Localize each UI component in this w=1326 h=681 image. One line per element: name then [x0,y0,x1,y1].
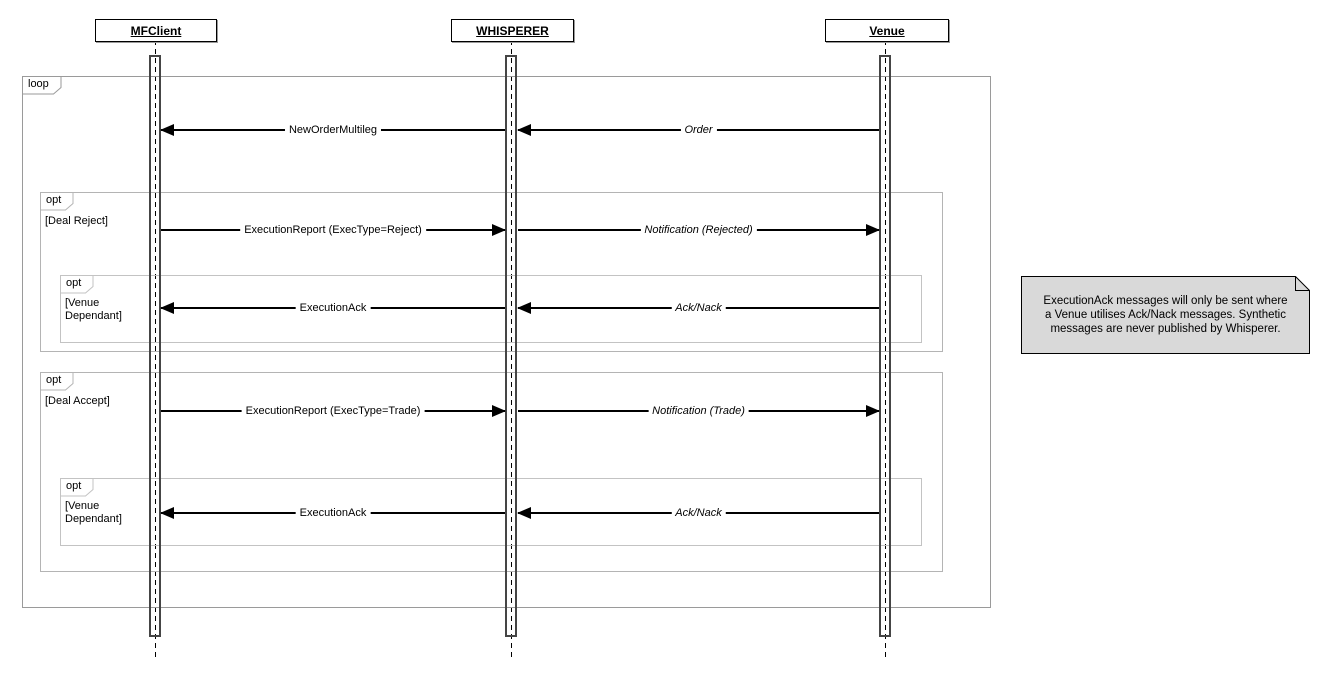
fragment-tab-shape [40,192,74,211]
fragment-operator-label: loop [28,78,49,90]
arrowhead-left-icon [160,507,174,519]
message-label: ExecutionReport (ExecType=Reject) [240,224,426,236]
fragment-operator-label: opt [66,277,82,289]
message-label: Notification (Trade) [648,405,749,417]
message-label: Order [680,124,717,136]
opt-deal-accept-fragment: opt [Deal Accept] [40,372,943,572]
loop-operator-tab: loop [22,76,62,95]
note-line: messages are never published by Whispere… [1050,323,1281,335]
note-line: a Venue utilises Ack/Nack messages. Synt… [1045,309,1286,321]
message-order: Order [517,124,879,136]
activation-bar-whisperer [505,55,517,637]
fragment-guard: [Deal Accept] [45,395,110,407]
message-label: NewOrderMultileg [284,124,382,136]
message-label: ExecutionAck [295,302,371,314]
arrowhead-left-icon [517,302,531,314]
fragment-tab-shape [60,478,94,497]
message-label: ExecutionAck [295,507,371,519]
arrowhead-left-icon [160,124,174,136]
lifeline-venue [885,40,886,660]
arrowhead-right-icon [866,405,880,417]
message-label: Ack/Nack [671,302,726,314]
fragment-guard: [Venue Dependant] [65,500,122,525]
arrowhead-right-icon [866,224,880,236]
message-executionreport-reject: ExecutionReport (ExecType=Reject) [161,224,506,236]
note-shape [1021,276,1310,354]
activation-bar-venue [879,55,891,637]
fragment-operator-label: opt [46,374,62,386]
note: ExecutionAck messages will only be sent … [1021,276,1310,354]
message-executionack-1: ExecutionAck [160,302,505,314]
arrowhead-left-icon [160,302,174,314]
opt-venue-dependant-fragment-1: opt [Venue Dependant] [60,275,922,343]
note-line: ExecutionAck messages will only be sent … [1043,295,1288,307]
participant-head-mfclient: MFClient [95,19,217,42]
opt-operator-tab: opt [60,275,94,294]
opt-operator-tab: opt [60,478,94,497]
opt-venue-dependant-fragment-2: opt [Venue Dependant] [60,478,922,546]
fragment-guard: [Venue Dependant] [65,297,122,322]
note-text: ExecutionAck messages will only be sent … [1021,276,1310,354]
message-neworder-multileg: NewOrderMultileg [160,124,505,136]
message-label: ExecutionReport (ExecType=Trade) [241,405,425,417]
participant-head-whisperer: WHISPERER [451,19,574,42]
arrowhead-left-icon [517,507,531,519]
activation-bar-mfclient [149,55,161,637]
arrowhead-right-icon [492,224,506,236]
message-label: Ack/Nack [671,507,726,519]
lifeline-whisperer [511,40,512,660]
opt-deal-reject-fragment: opt [Deal Reject] [40,192,943,352]
fragment-operator-label: opt [46,194,62,206]
opt-operator-tab: opt [40,372,74,391]
fragment-tab-shape [60,275,94,294]
fragment-tab-shape [22,76,62,95]
message-executionack-2: ExecutionAck [160,507,505,519]
fragment-guard: [Deal Reject] [45,215,108,227]
message-acknack-2: Ack/Nack [517,507,879,519]
message-notification-trade: Notification (Trade) [518,405,880,417]
participant-name: MFClient [130,23,182,38]
message-notification-rejected: Notification (Rejected) [518,224,880,236]
message-label: Notification (Rejected) [640,224,757,236]
fragment-tab-shape [40,372,74,391]
message-acknack-1: Ack/Nack [517,302,879,314]
arrowhead-right-icon [492,405,506,417]
arrowhead-left-icon [517,124,531,136]
participant-name: WHISPERER [476,23,549,38]
lifeline-mfclient [155,40,156,660]
message-executionreport-trade: ExecutionReport (ExecType=Trade) [161,405,506,417]
participant-head-venue: Venue [825,19,949,42]
participant-name: Venue [869,23,905,38]
opt-operator-tab: opt [40,192,74,211]
fragment-operator-label: opt [66,480,82,492]
